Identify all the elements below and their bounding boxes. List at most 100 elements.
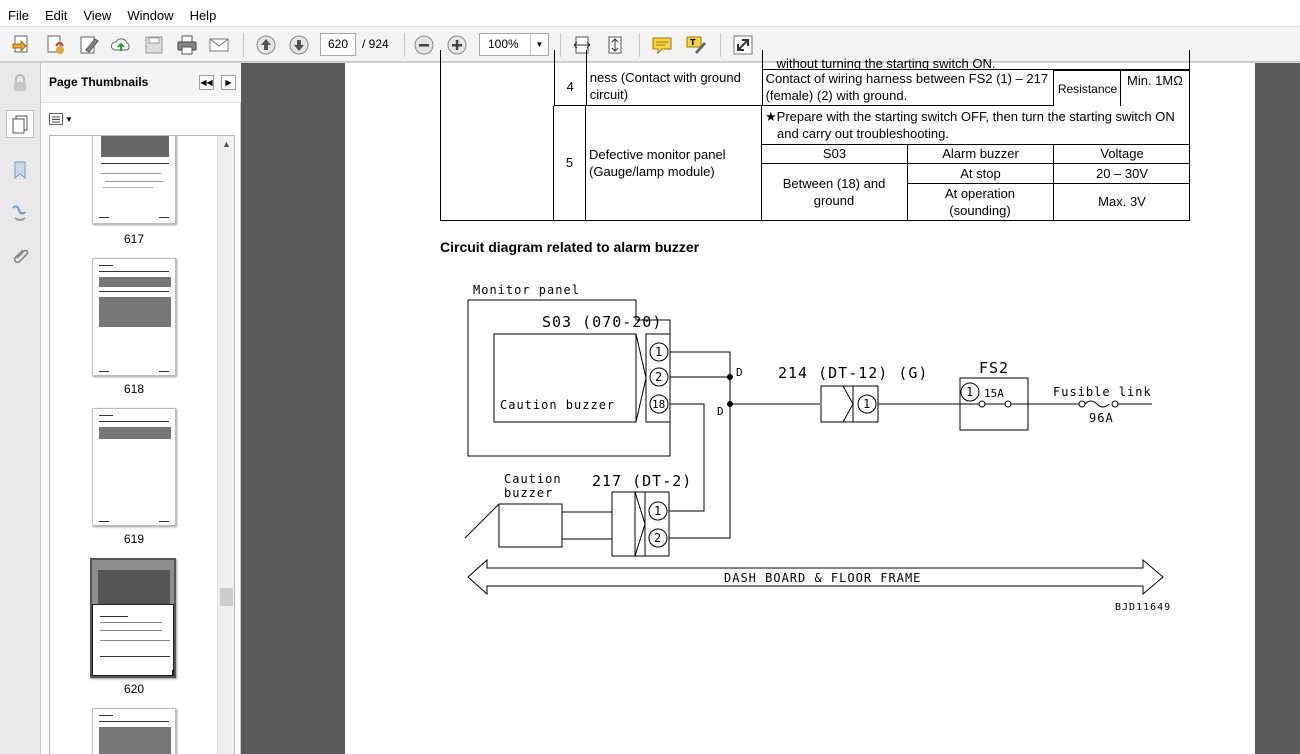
pin-1: 1 <box>655 345 662 359</box>
row4-number: 4 <box>553 69 587 106</box>
collapse-panel-icon[interactable]: ◀◀ <box>199 75 214 90</box>
print-icon[interactable] <box>174 32 200 58</box>
row5-v2: Max. 3V <box>1098 194 1146 209</box>
junction-d-upper: D <box>736 366 743 379</box>
toolbar-separator <box>560 33 561 57</box>
attachment-icon[interactable] <box>6 242 34 270</box>
row5-divider <box>761 144 762 220</box>
row4-value: Min. 1MΩ <box>1120 70 1190 107</box>
upload-cloud-icon[interactable] <box>108 32 134 58</box>
row5-hline <box>761 144 1190 145</box>
row5-number: 5 <box>565 155 574 170</box>
row5-header-alarm: Alarm buzzer <box>942 146 1019 161</box>
menu-window[interactable]: Window <box>127 7 174 23</box>
lock-icon[interactable] <box>6 69 34 97</box>
title-bar-strip <box>0 0 1300 4</box>
row5-vline <box>1053 144 1054 220</box>
table-cut-text: without turning the starting switch ON. <box>761 50 1191 70</box>
chevron-down-icon[interactable]: ▼ <box>530 34 548 55</box>
label-15a: 15A <box>984 387 1004 400</box>
menu-help[interactable]: Help <box>189 7 217 23</box>
email-icon[interactable] <box>206 32 232 58</box>
label-buzzer: buzzer <box>504 486 553 500</box>
pin-214-1: 1 <box>863 397 870 411</box>
row4-item: Resistance <box>1053 70 1121 107</box>
label-fusible-link: Fusible link <box>1053 385 1152 399</box>
label-214: 214 (DT-12) (G) <box>778 364 928 382</box>
menu-edit[interactable]: Edit <box>44 7 68 23</box>
row5-at-stop: At stop <box>960 166 1001 181</box>
zoom-out-icon[interactable] <box>411 32 437 58</box>
thumbnail-label-618: 618 <box>123 382 145 396</box>
row5-v1: 20 – 30V <box>1095 166 1149 181</box>
bookmark-icon[interactable] <box>6 156 34 184</box>
row5-header-s03: S03 <box>822 146 847 161</box>
create-pdf-icon[interactable] <box>42 32 68 58</box>
circuit-diagram: Monitor panel S03 (070-20) Caution buzze… <box>464 283 1171 613</box>
pin-217-2: 2 <box>654 531 661 545</box>
toolbar-separator <box>404 33 405 57</box>
row5-hline <box>907 183 1190 184</box>
label-96a: 96A <box>1089 411 1114 425</box>
row5-cause: Defective monitor panel (Gauge/lamp modu… <box>589 147 726 179</box>
row5-between: Between (18) and ground <box>782 176 886 208</box>
options-menu-icon[interactable]: ▼ <box>49 110 75 128</box>
scrollbar-thumb[interactable] <box>220 588 233 606</box>
menu-view[interactable]: View <box>83 7 112 23</box>
page-number-input[interactable]: 620 <box>320 33 356 56</box>
signatures-icon[interactable] <box>6 199 34 227</box>
scroll-up-icon[interactable]: ▲ <box>222 139 231 149</box>
label-caution: Caution <box>504 472 562 486</box>
table-cell <box>553 50 587 69</box>
label-dash-board: DASH BOARD & FLOOR FRAME <box>724 571 921 585</box>
thumbnail-page-619[interactable] <box>92 408 176 526</box>
row5-header-voltage: Voltage <box>1100 146 1144 161</box>
pin-18: 18 <box>652 398 665 411</box>
row5-hline <box>761 163 1190 164</box>
thumbnail-page-617[interactable] <box>92 136 176 224</box>
thumbnail-label-620: 620 <box>123 682 145 696</box>
label-caution-buzzer-internal: Caution buzzer <box>500 398 615 412</box>
navigation-rail <box>0 63 41 754</box>
expand-arrow-icon[interactable]: ▶ <box>221 75 236 90</box>
row5-divider <box>553 106 554 220</box>
edit-icon[interactable] <box>76 32 102 58</box>
table-cell <box>585 50 763 69</box>
thumbnail-page-621[interactable] <box>92 708 176 754</box>
row5-divider <box>761 106 762 144</box>
label-fs2: FS2 <box>979 359 1009 377</box>
pin-217-1: 1 <box>654 504 661 518</box>
save-icon[interactable] <box>141 32 167 58</box>
menu-file[interactable]: File <box>8 7 29 23</box>
zoom-value: 100% <box>488 37 519 51</box>
table-blank-cell <box>440 50 555 107</box>
thumbnail-label-619: 619 <box>123 532 145 546</box>
pin-fs2-1: 1 <box>966 385 973 399</box>
row5-vline <box>907 144 908 220</box>
pin-2: 2 <box>655 370 662 384</box>
label-drawing-code: BJD11649 <box>1115 602 1171 613</box>
row5-note: ★Prepare with the starting switch OFF, t… <box>765 109 1175 141</box>
toolbar-separator <box>720 33 721 57</box>
thumbnails-list[interactable]: 617 618 619 <box>49 135 235 754</box>
thumbnails-title: Page Thumbnails <box>49 75 149 89</box>
toolbar-separator <box>243 33 244 57</box>
document-right-margin <box>1286 63 1300 754</box>
prev-page-icon[interactable] <box>253 32 279 58</box>
fit-page-icon[interactable] <box>602 32 628 58</box>
row4-check: Contact of wiring harness between FS2 (1… <box>761 68 1055 106</box>
next-page-icon[interactable] <box>286 32 312 58</box>
label-s03: S03 (070-20) <box>542 313 662 331</box>
thumbnails-header: Page Thumbnails ◀◀ ▶ <box>41 63 241 103</box>
toolbar-separator <box>639 33 640 57</box>
row5-divider <box>585 106 586 220</box>
thumbnail-page-618[interactable] <box>92 258 176 376</box>
thumbnail-page-620-selected[interactable] <box>90 558 176 678</box>
thumbnails-scrollbar[interactable]: ▲ <box>217 136 234 754</box>
menu-bar: File Edit View Window Help <box>0 4 1300 26</box>
section-title: Circuit diagram related to alarm buzzer <box>440 239 700 255</box>
thumbnails-panel: Page Thumbnails ◀◀ ▶ ▼ 617 618 <box>41 63 241 754</box>
page-thumbnails-icon[interactable] <box>6 110 34 138</box>
troubleshooting-table: without turning the starting switch ON. … <box>440 50 1191 107</box>
open-icon[interactable] <box>9 32 35 58</box>
